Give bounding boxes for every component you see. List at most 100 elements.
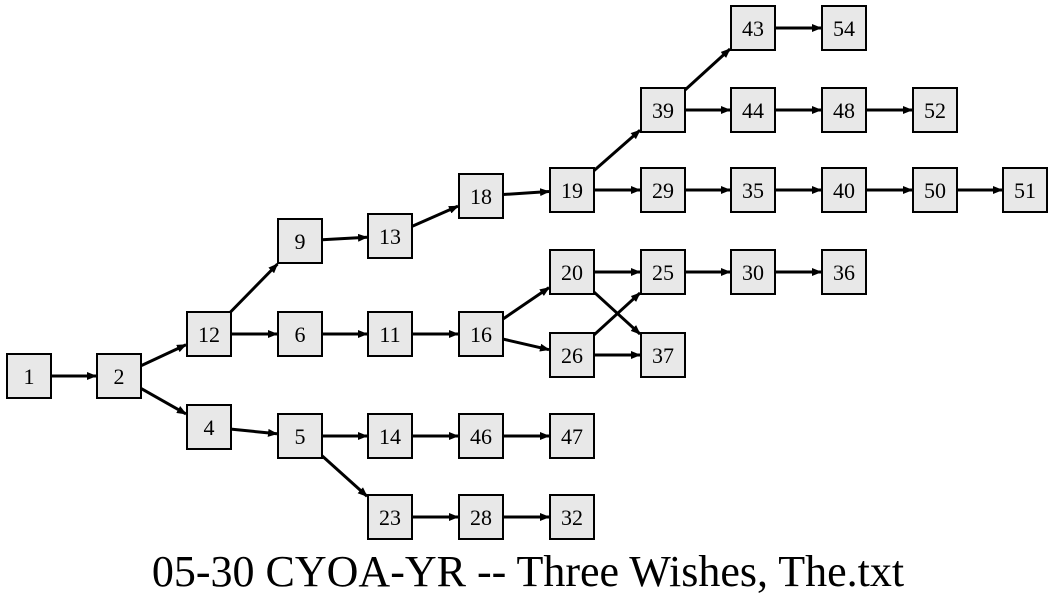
node-label: 36 (833, 260, 855, 285)
node-label: 5 (295, 424, 306, 449)
node-label: 43 (742, 16, 764, 41)
node-box (549, 413, 595, 459)
node-box (821, 5, 867, 51)
node-box (458, 413, 504, 459)
node-box (1002, 167, 1048, 213)
node-box (458, 494, 504, 540)
node-5: 5 (277, 413, 323, 459)
node-box (730, 249, 776, 295)
node-label: 28 (470, 505, 492, 530)
node-52: 52 (912, 87, 958, 133)
node-box (186, 311, 232, 357)
node-11: 11 (367, 311, 413, 357)
node-label: 30 (742, 260, 764, 285)
node-label: 11 (379, 322, 400, 347)
diagram-title: 05-30 CYOA-YR -- Three Wishes, The.txt (152, 547, 904, 596)
node-label: 19 (561, 178, 583, 203)
node-25: 25 (640, 249, 686, 295)
node-1: 1 (6, 353, 52, 399)
node-32: 32 (549, 494, 595, 540)
edge-2-12 (140, 343, 187, 368)
node-label: 9 (295, 229, 306, 254)
node-box (277, 218, 323, 264)
node-box (367, 213, 413, 259)
node-35: 35 (730, 167, 776, 213)
node-label: 40 (833, 178, 855, 203)
edge-2-4 (140, 387, 187, 416)
node-label: 25 (652, 260, 674, 285)
node-4: 4 (186, 404, 232, 450)
node-6: 6 (277, 311, 323, 357)
node-label: 47 (561, 424, 583, 449)
node-label: 51 (1014, 178, 1036, 203)
edge-16-20 (502, 286, 550, 321)
node-44: 44 (730, 87, 776, 133)
node-box (458, 311, 504, 357)
node-48: 48 (821, 87, 867, 133)
node-39: 39 (640, 87, 686, 133)
node-box (186, 404, 232, 450)
node-box (367, 413, 413, 459)
node-box (367, 311, 413, 357)
node-label: 23 (379, 505, 401, 530)
node-box (730, 87, 776, 133)
node-label: 37 (652, 343, 674, 368)
node-43: 43 (730, 5, 776, 51)
node-40: 40 (821, 167, 867, 213)
node-29: 29 (640, 167, 686, 213)
node-label: 20 (561, 260, 583, 285)
node-box (640, 332, 686, 378)
node-28: 28 (458, 494, 504, 540)
edge-9-13 (321, 233, 368, 242)
node-51: 51 (1002, 167, 1048, 213)
node-label: 32 (561, 505, 583, 530)
node-14: 14 (367, 413, 413, 459)
node-label: 46 (470, 424, 492, 449)
node-box (277, 311, 323, 357)
edge-13-18 (411, 204, 459, 228)
node-16: 16 (458, 311, 504, 357)
node-box (912, 87, 958, 133)
node-30: 30 (730, 249, 776, 295)
node-box (730, 5, 776, 51)
edge-26-25 (592, 291, 642, 337)
node-23: 23 (367, 494, 413, 540)
edge-16-26 (502, 337, 550, 352)
node-label: 44 (742, 98, 764, 123)
node-box (730, 167, 776, 213)
node-box (821, 87, 867, 133)
edge-4-5 (230, 427, 278, 437)
node-50: 50 (912, 167, 958, 213)
edge-18-19 (502, 188, 550, 197)
node-label: 52 (924, 98, 946, 123)
node-label: 54 (833, 16, 855, 41)
node-label: 2 (114, 364, 125, 389)
node-label: 50 (924, 178, 946, 203)
node-label: 18 (470, 184, 492, 209)
edge-19-39 (593, 129, 641, 172)
node-label: 1 (24, 364, 35, 389)
edge-39-43 (683, 47, 732, 92)
node-box (6, 353, 52, 399)
node-label: 12 (198, 322, 220, 347)
node-2: 2 (96, 353, 142, 399)
node-box (549, 332, 595, 378)
node-37: 37 (640, 332, 686, 378)
node-label: 4 (204, 415, 215, 440)
node-54: 54 (821, 5, 867, 51)
node-label: 13 (379, 224, 401, 249)
node-label: 6 (295, 322, 306, 347)
node-box (821, 249, 867, 295)
node-46: 46 (458, 413, 504, 459)
node-18: 18 (458, 173, 504, 219)
edge-5-23 (320, 454, 369, 498)
node-box (821, 167, 867, 213)
node-20: 20 (549, 249, 595, 295)
node-9: 9 (277, 218, 323, 264)
node-box (96, 353, 142, 399)
node-label: 48 (833, 98, 855, 123)
node-box (640, 167, 686, 213)
node-label: 14 (379, 424, 401, 449)
node-box (549, 167, 595, 213)
